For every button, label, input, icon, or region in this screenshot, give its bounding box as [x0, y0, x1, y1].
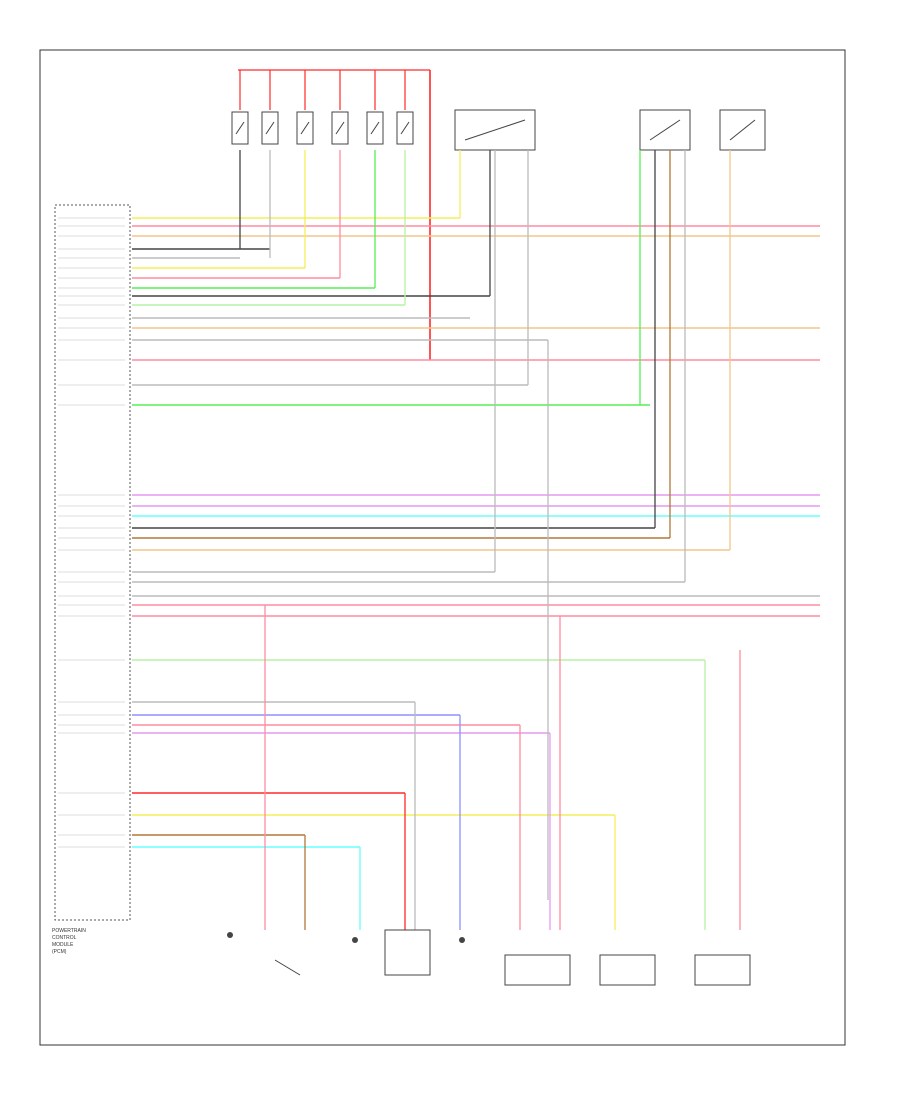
- component-box-3: [599, 954, 656, 986]
- pcm-connector-box: [54, 204, 131, 921]
- sensor-connector-2: [352, 937, 358, 943]
- component-box-4: [694, 954, 751, 986]
- pcm-caption-line-1: POWERTRAIN: [52, 928, 86, 934]
- sensor-connector-1: [227, 932, 233, 938]
- switch-symbol: [274, 959, 301, 976]
- fuse-2: [261, 111, 279, 145]
- component-box-1: [384, 929, 431, 976]
- relay-contact-1: [464, 119, 526, 141]
- fuse-4: [331, 111, 349, 145]
- relay-contact-2: [649, 119, 681, 141]
- wire-harness: [132, 150, 820, 930]
- fuse-element-6: [400, 121, 410, 135]
- pcm-caption-line-4: (PCM): [52, 949, 67, 955]
- component-box-2: [504, 954, 571, 986]
- fuse-element-3: [300, 121, 310, 135]
- relay-group: [454, 109, 766, 151]
- sensor-connector-3: [459, 937, 465, 943]
- fuse-3: [296, 111, 314, 145]
- fuse-6: [396, 111, 414, 145]
- relay-2: [639, 109, 691, 151]
- fuse-block: [231, 69, 431, 360]
- fuse-1: [231, 111, 249, 145]
- pcm-pin-list: [58, 217, 125, 848]
- component-group: [227, 929, 751, 986]
- pcm-caption-line-3: MODULE: [52, 942, 74, 948]
- fuse-element-4: [335, 121, 345, 135]
- fuse-5: [366, 111, 384, 145]
- fuse-element-5: [370, 121, 380, 135]
- pcm-caption-line-2: CONTROL: [52, 935, 77, 941]
- pcm-caption: POWERTRAIN CONTROL MODULE (PCM): [52, 928, 86, 955]
- diagram-border: [39, 49, 846, 1046]
- relay-3: [719, 109, 766, 151]
- fuse-element-1: [235, 121, 245, 135]
- relay-contact-3: [729, 119, 756, 141]
- fuse-element-2: [265, 121, 275, 135]
